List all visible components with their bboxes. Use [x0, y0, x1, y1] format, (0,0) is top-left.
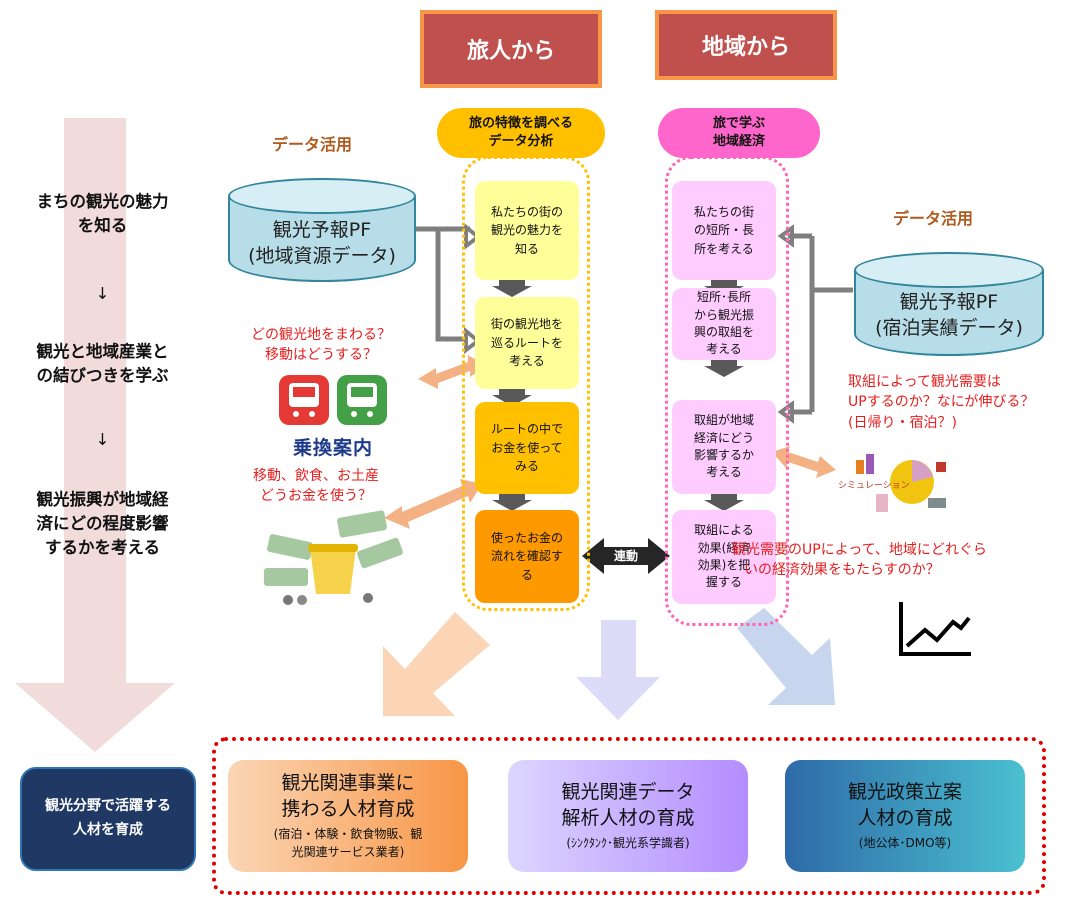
left-arrow-1: ↓ — [95, 284, 110, 303]
left-col-step-3: ルートの中でお金を使ってみる — [475, 402, 579, 494]
data-use-label-right: データ活用 — [893, 209, 974, 228]
header-region: 地域から — [655, 10, 837, 80]
data-use-label-left: データ活用 — [272, 135, 353, 154]
link-label: 連動 — [613, 549, 638, 563]
left-step-3: 観光振興が地域経済にどの程度影響するかを考える — [36, 490, 169, 557]
question-spending: 移動、飲食、お土産どうお金を使う？ — [253, 468, 379, 505]
question-route: どの観光地をまわる？移動はどうする？ — [251, 327, 391, 364]
outcome-box-policy-planning: 観光政策立案人材の育成 (地公体･DMO等) — [785, 760, 1025, 872]
left-step-2: 観光と地域産業との結びつきを学ぶ — [36, 342, 169, 385]
outcomes-frame — [212, 737, 1046, 895]
left-col-step-1: 私たちの街の観光の魅力を知る — [475, 181, 579, 280]
col-left-title: 旅の特徴を調べるデータ分析 — [437, 108, 605, 158]
db-left-cylinder: 観光予報PF(地域資源データ) — [228, 178, 416, 282]
outcome-box-data-analysis: 観光関連データ解析人材の育成 (ｼﾝｸﾀﾝｸ･観光系学識者) — [508, 760, 748, 872]
right-col-step-3: 取組が地域経済にどう影響するか考える — [672, 400, 776, 494]
right-col-step-1: 私たちの街の短所・長所を考える — [672, 181, 776, 280]
left-col-step-2: 街の観光地を巡るルートを考える — [475, 297, 579, 389]
right-col-step-4: 取組による効果(経済効果)を把握する — [672, 510, 776, 604]
header-traveler: 旅人から — [420, 10, 602, 88]
transit-app-logo: 乗換案内 — [277, 373, 389, 459]
left-arrow-2: ↓ — [95, 430, 110, 449]
question-economic-effect: 観光需要のUPによって、地域にどれぐらいの経済効果をもたらすのか？ — [732, 542, 987, 579]
outcome-box-tourism-business: 観光関連事業に携わる人材育成 (宿泊・体験・飲食物販、観光関連サービス業者) — [228, 760, 468, 872]
left-step-1: まちの観光の魅力を知る — [36, 192, 169, 235]
growth-chart-icon — [899, 602, 971, 656]
money-illustration-icon — [264, 510, 403, 605]
simulation-icon: シミュレーション — [832, 450, 950, 518]
right-col-step-2: 短所･長所から観光振興の取組を考える — [672, 288, 776, 360]
target-box: 観光分野で活躍する人材を育成 — [20, 767, 196, 871]
col-right-title: 旅で学ぶ地域経済 — [658, 108, 820, 158]
db-right-cylinder: 観光予報PF(宿泊実績データ) — [854, 252, 1044, 356]
left-col-step-4: 使ったお金の流れを確認する — [475, 510, 579, 603]
